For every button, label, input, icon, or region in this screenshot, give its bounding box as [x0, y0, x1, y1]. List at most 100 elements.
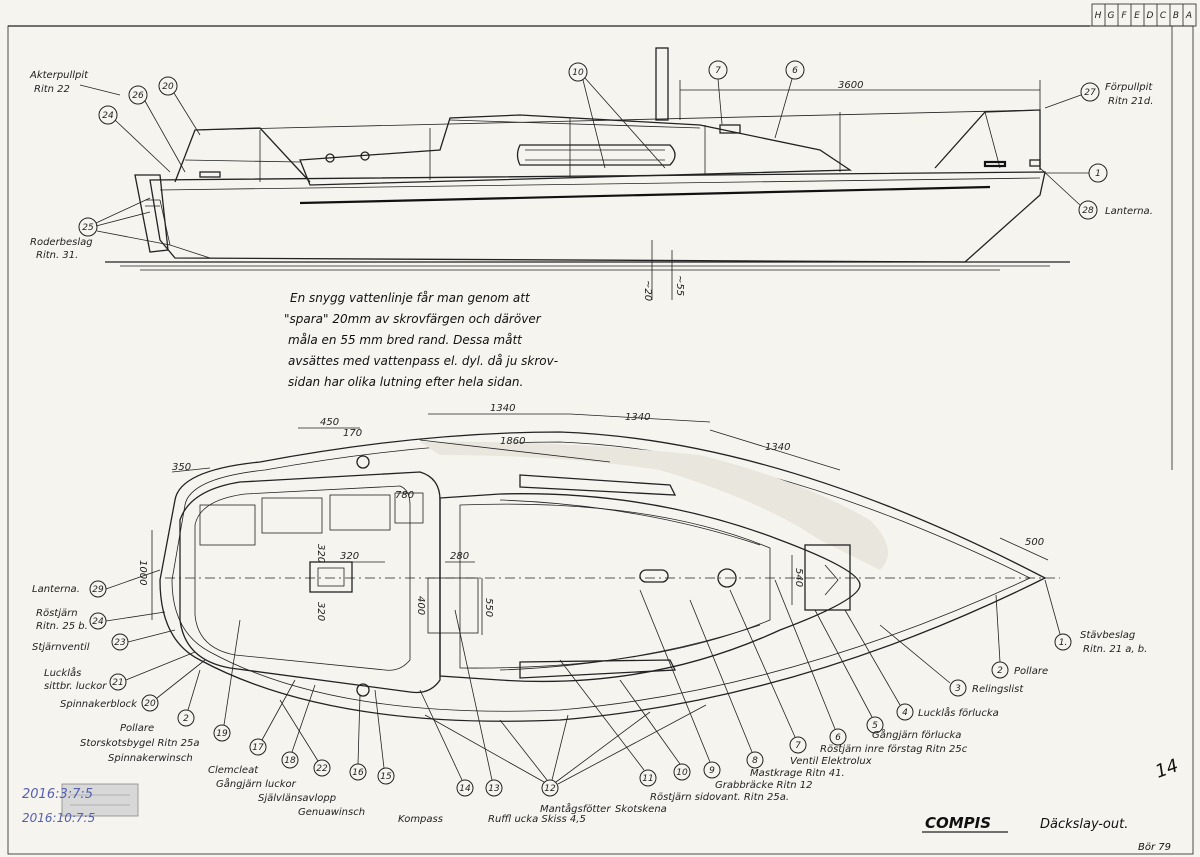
callout-2: 2 [183, 714, 189, 724]
label-pollare2: Pollare [1014, 666, 1048, 677]
label-lanterna: Lanterna. [32, 584, 80, 595]
note-line-5: sidan har olika lutning efter hela sidan… [288, 375, 523, 389]
plan-bottom-labels: Pollare 2 Storskotsbygel Ritn 25a Spinna… [80, 579, 1147, 825]
dim-3600: 3600 [838, 80, 863, 91]
label-pollare: Pollare [120, 723, 154, 734]
callout-19: 19 [216, 729, 228, 739]
dim-170: 170 [343, 428, 362, 439]
label-relingslist: Relingslist [972, 684, 1024, 695]
cabin-profile [299, 114, 853, 186]
dim-1000: 1000 [137, 560, 148, 585]
label-stjarnventil: Stjärnventil [32, 642, 90, 653]
cabin-window [516, 144, 676, 166]
callout-7b: 7 [795, 741, 801, 751]
label-rostjarn-inre: Röstjärn inre förstag Ritn 25c [820, 744, 968, 755]
archive-stamp: 2016:3:7:5 2016:10:7:5 [22, 783, 139, 825]
label-lucklas-sub: sittbr. luckor [44, 681, 107, 692]
plan-view: 350 450 170 1340 1340 1860 1340 780 500 … [32, 403, 1147, 825]
callout-25: 25 [82, 223, 94, 233]
fore-hatch [804, 544, 851, 611]
label-kompass: Kompass [398, 814, 443, 825]
callout-23: 23 [114, 638, 126, 648]
callout-6b: 6 [835, 733, 841, 743]
dim-1340a: 1340 [490, 403, 515, 414]
cockpit-hatch [309, 561, 353, 593]
signature: Bör 79 [1138, 842, 1171, 853]
rudder [134, 174, 169, 253]
aft-pulpit [174, 127, 311, 183]
callout-18: 18 [284, 756, 296, 766]
dim-1340b: 1340 [625, 412, 650, 423]
ventil [639, 569, 669, 583]
label-roderbeslag-ritn: Ritn. 31. [36, 250, 78, 261]
label-forpullpit: Förpullpit [1105, 82, 1153, 93]
callout-13: 13 [488, 784, 500, 794]
callout-5: 5 [872, 721, 878, 731]
callout-16: 16 [352, 768, 364, 778]
hull-side [149, 171, 1046, 263]
callout-24: 24 [102, 111, 114, 121]
callout-12: 12 [544, 784, 556, 794]
side-view: 3600 ~20 ~55 Akterpullpit Ritn 22 Förpul… [29, 47, 1153, 301]
dim-280: 280 [450, 551, 469, 562]
cockpit [179, 471, 441, 694]
callout-14: 14 [459, 784, 471, 794]
archive-number-2: 2016:10:7:5 [22, 811, 95, 825]
rev-E: E [1134, 11, 1140, 21]
dim-1340c: 1340 [765, 442, 790, 453]
callout-10: 10 [572, 68, 584, 78]
callout-7: 7 [715, 66, 721, 76]
dim-320c: 320 [315, 602, 326, 621]
drawing-title: COMPIS [925, 814, 991, 832]
label-rostjarn-sid: Röstjärn sidovant. Ritn 25a. [650, 792, 789, 803]
drawing-subtitle: Däckslay-out. [1040, 817, 1128, 832]
label-forpullpit-ritn: Ritn 21d. [1108, 96, 1153, 107]
callout-21: 21 [112, 678, 123, 688]
plan-dimensions: 350 450 170 1340 1340 1860 1340 780 500 … [137, 403, 1049, 635]
callout-29: 29 [92, 585, 104, 595]
label-sjalvlans: Självlänsavlopp [258, 793, 336, 804]
note-line-2: "spara" 20mm av skrovfärgen och däröver [284, 312, 542, 326]
callout-2b: 2 [997, 666, 1003, 676]
callout-20: 20 [162, 82, 174, 92]
callout-28: 28 [1082, 206, 1094, 216]
label-storskot: Storskotsbygel Ritn 25a [80, 738, 200, 749]
rev-D: D [1147, 11, 1154, 21]
label-grabbracke: Grabbräcke Ritn 12 [715, 780, 812, 791]
mast-stub [655, 47, 669, 121]
dim-780: 780 [395, 490, 414, 501]
dim-450: 450 [320, 417, 339, 428]
label-lanterna-side: Lanterna. [1105, 206, 1153, 217]
callout-22: 22 [316, 764, 328, 774]
callout-27: 27 [1084, 88, 1096, 98]
dim-400: 400 [415, 596, 426, 615]
callout-1b: 1. [1059, 638, 1068, 648]
label-spinnakerwinsch: Spinnakerwinsch [108, 753, 193, 764]
rev-H: H [1095, 11, 1102, 21]
callout-17: 17 [252, 743, 264, 753]
dim-540: 540 [793, 568, 804, 587]
callout-20b: 20 [144, 699, 156, 709]
cabin-top-plan [439, 493, 861, 683]
callout-4: 4 [902, 708, 908, 718]
hull-plan [159, 431, 1047, 722]
callout-10b: 10 [676, 768, 688, 778]
dim-320b: 320 [340, 551, 359, 562]
note-line-4: avsättes med vattenpass el. dyl. då ju s… [288, 354, 558, 368]
dim-1860: 1860 [500, 436, 525, 447]
note-line-3: måla en 55 mm bred rand. Dessa mått [288, 333, 523, 347]
callout-24b: 24 [92, 617, 104, 627]
callout-3: 3 [955, 684, 961, 694]
revision-block: A B C D E F G H [1091, 3, 1197, 470]
label-skotskena: Skotskena [615, 804, 667, 815]
label-mastkrage: Mastkrage Ritn 41. [750, 768, 845, 779]
rev-C: C [1160, 11, 1167, 21]
label-spinnakerblock: Spinnakerblock [60, 699, 138, 710]
label-lucklas: Lucklås [44, 666, 81, 679]
dim-20: ~20 [642, 280, 653, 301]
callout-1: 1 [1095, 169, 1101, 179]
waterline-note: En snygg vattenlinje får man genom att "… [284, 291, 558, 389]
label-rostjarn-ritn: Ritn. 25 b. [36, 621, 88, 632]
side-callouts: 26 20 24 25 10 7 6 27 1 28 [78, 60, 1108, 246]
label-ruffl: Ruffl ucka Skiss 4,5 [488, 814, 586, 825]
